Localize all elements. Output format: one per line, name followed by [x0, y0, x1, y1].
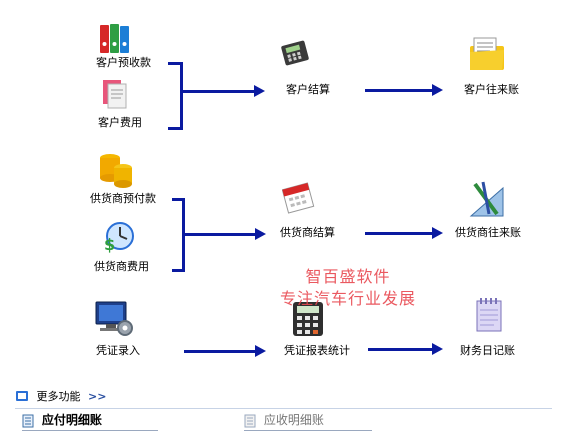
- customer-prepaid-node[interactable]: 客户预收款: [90, 22, 170, 72]
- supplier-expense-label: 供货商费用: [94, 260, 149, 273]
- more-functions-separator: [15, 408, 552, 409]
- binders-icon: [100, 24, 129, 53]
- customer-arrow-head: [254, 85, 265, 97]
- voucher-report-label: 凭证报表统计: [284, 344, 350, 357]
- voucher-entry-arrow-head: [255, 345, 266, 357]
- tab-receivables-detail[interactable]: 应收明细账: [244, 412, 372, 431]
- supplier-arrow-head: [255, 228, 266, 240]
- voucher-entry-node[interactable]: 凭证录入: [88, 298, 168, 362]
- voucher-entry-arrow-line: [184, 350, 256, 353]
- more-functions[interactable]: 更多功能 >>: [15, 388, 106, 404]
- supplier-settle-arrow-head: [432, 227, 443, 239]
- customer-settle-node[interactable]: 客户结算: [272, 38, 352, 100]
- document-icon: [244, 414, 256, 427]
- document-icon: [22, 414, 34, 427]
- supplier-settle-arrow-line: [365, 232, 433, 235]
- calculator-icon: [281, 40, 309, 66]
- voucher-entry-label: 凭证录入: [96, 344, 140, 357]
- voucher-report-arrow-head: [432, 343, 443, 355]
- voucher-report-arrow-line: [368, 348, 433, 351]
- more-functions-icon: [16, 391, 28, 401]
- voucher-report-node[interactable]: 凭证报表统计: [280, 300, 360, 362]
- tab-payables-detail-label: 应付明细账: [41, 413, 102, 427]
- supplier-prepaid-label: 供货商预付款: [90, 192, 156, 205]
- supplier-ledger-label: 供货商往来账: [455, 226, 521, 239]
- database-icon: [100, 154, 132, 188]
- customer-ledger-node[interactable]: 客户往来账: [460, 36, 540, 100]
- clock-money-icon: $: [104, 222, 134, 254]
- supplier-settle-label: 供货商结算: [280, 226, 335, 239]
- finance-journal-label: 财务日记账: [460, 344, 515, 357]
- more-functions-label: 更多功能: [36, 390, 81, 403]
- supplier-ledger-node[interactable]: 供货商往来账: [455, 180, 547, 244]
- supplier-settle-node[interactable]: 供货商结算: [276, 180, 356, 244]
- finance-journal-node[interactable]: 财务日记账: [458, 296, 538, 360]
- tab-payables-detail[interactable]: 应付明细账: [22, 412, 158, 431]
- svg-text:$: $: [104, 235, 115, 254]
- watermark-line1: 智百盛软件: [305, 267, 391, 286]
- customer-settle-arrow-head: [432, 84, 443, 96]
- documents-icon: [103, 80, 127, 109]
- accounting-calculator-icon: [293, 302, 323, 336]
- tab-receivables-underline: [244, 430, 372, 431]
- tab-receivables-detail-label: 应收明细账: [263, 413, 324, 427]
- folder-icon: [470, 37, 504, 70]
- customer-prepaid-label: 客户预收款: [96, 56, 151, 69]
- notepad-icon: [476, 298, 502, 332]
- calendar-icon: [282, 182, 315, 214]
- supplier-prepaid-node[interactable]: 供货商预付款: [88, 150, 174, 208]
- customer-expense-label: 客户费用: [98, 116, 142, 129]
- customer-bracket: [168, 62, 183, 130]
- customer-arrow-line: [180, 90, 255, 93]
- customer-settle-arrow-line: [365, 89, 433, 92]
- monitor-gear-icon: [95, 301, 133, 336]
- more-functions-chevron: >>: [88, 389, 107, 403]
- watermark-line2: 专注汽车行业发展: [279, 289, 416, 308]
- drafting-tools-icon: [469, 181, 504, 217]
- customer-ledger-label: 客户往来账: [464, 83, 519, 96]
- watermark: 智百盛软件 专注汽车行业发展: [268, 266, 428, 310]
- customer-expense-node[interactable]: 客户费用: [90, 76, 170, 130]
- supplier-arrow-line: [182, 233, 256, 236]
- supplier-expense-node[interactable]: $ 供货商费用: [90, 220, 170, 276]
- tab-payables-underline: [22, 430, 158, 431]
- customer-settle-label: 客户结算: [286, 83, 330, 96]
